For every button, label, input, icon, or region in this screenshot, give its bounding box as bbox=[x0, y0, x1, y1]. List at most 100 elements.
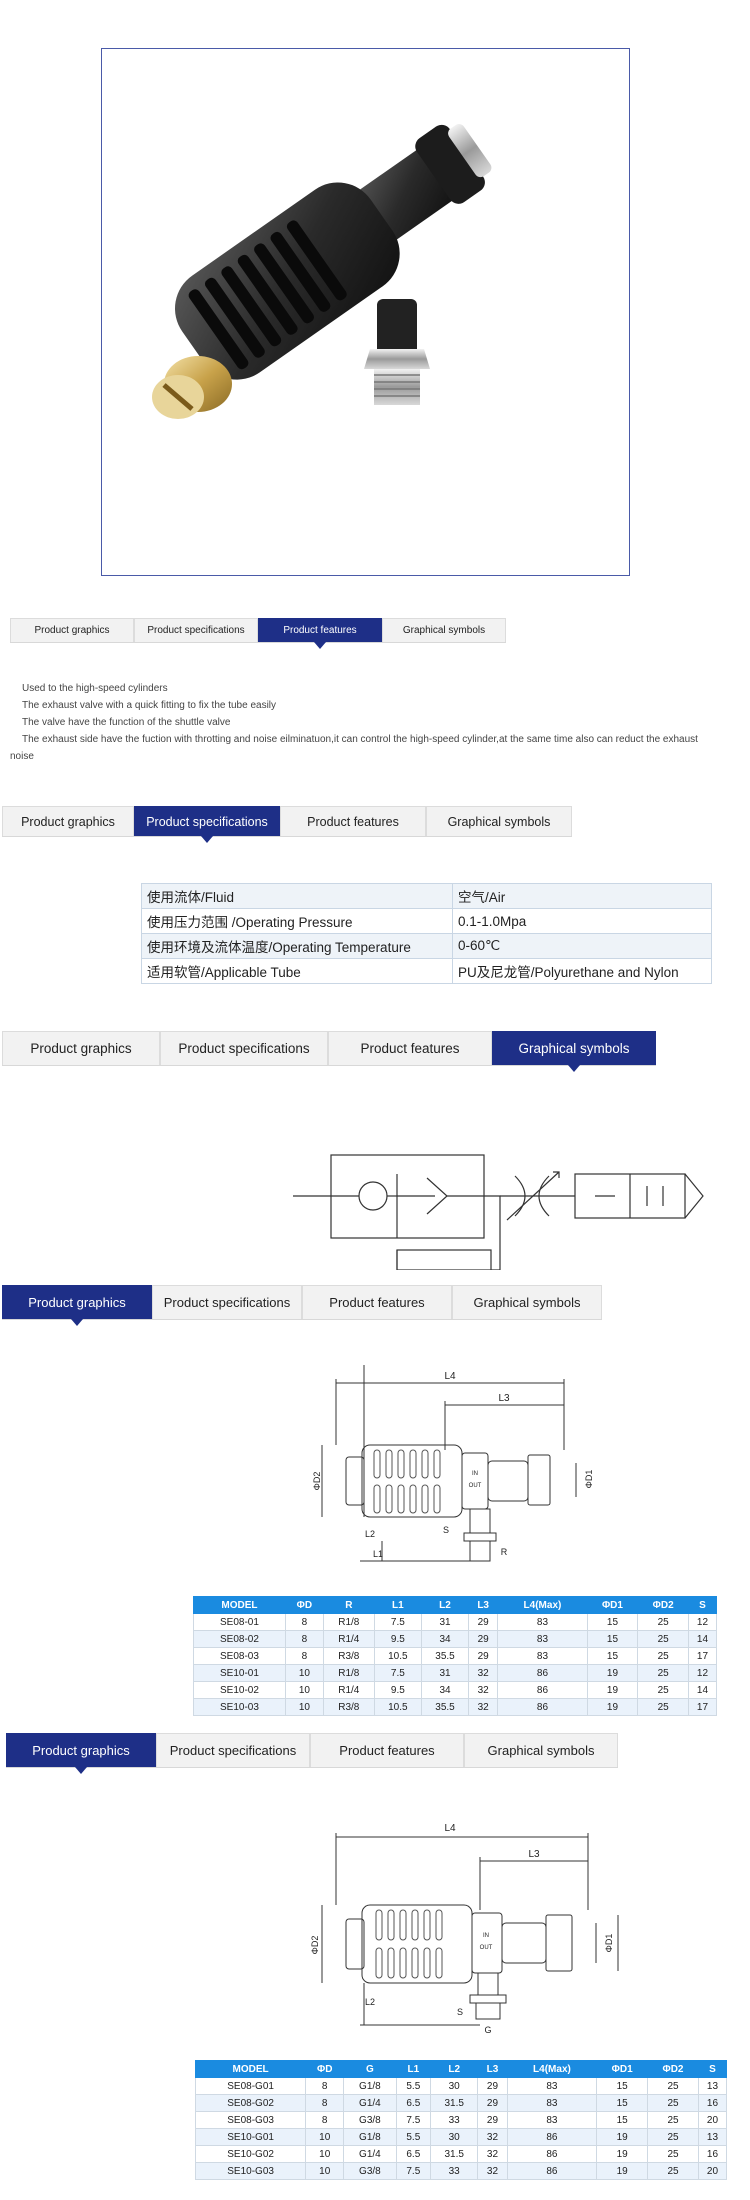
spec-value: PU及尼龙管/Polyurethane and Nylon bbox=[452, 958, 712, 984]
table-cell: G3/8 bbox=[343, 2111, 397, 2129]
tab-product-features[interactable]: Product features bbox=[302, 1285, 452, 1319]
table-cell: 10 bbox=[305, 2162, 345, 2180]
table-cell: 25 bbox=[637, 1647, 689, 1665]
table-cell: 20 bbox=[697, 2162, 728, 2180]
tab-graphical-symbols[interactable]: Graphical symbols bbox=[382, 618, 506, 642]
tab-product-graphics[interactable]: Product graphics bbox=[10, 618, 134, 642]
label-out: OUT bbox=[480, 1945, 493, 1951]
table-cell: 10 bbox=[305, 2145, 345, 2163]
tab-product-specifications[interactable]: Product specifications bbox=[152, 1285, 302, 1319]
label-l1: L1 bbox=[373, 1549, 383, 1559]
tab-product-graphics[interactable]: Product graphics bbox=[2, 1285, 152, 1326]
spec-value: 0.1-1.0Mpa bbox=[452, 908, 712, 934]
table-cell: 31 bbox=[420, 1664, 470, 1682]
feature-item: noise bbox=[10, 751, 34, 762]
table-cell: 15 bbox=[596, 2111, 649, 2129]
table-cell: R1/4 bbox=[322, 1630, 375, 1648]
tab-product-features[interactable]: Product features bbox=[310, 1733, 464, 1767]
tab-product-specifications[interactable]: Product specifications bbox=[160, 1031, 328, 1065]
table-cell: R3/8 bbox=[322, 1698, 375, 1716]
table-cell: 10.5 bbox=[373, 1698, 422, 1716]
table-cell: 32 bbox=[468, 1664, 499, 1682]
tabbar-2: Product graphics Product specifications … bbox=[2, 806, 572, 843]
table-cell: 19 bbox=[596, 2162, 649, 2180]
table-cell: 86 bbox=[497, 1698, 588, 1716]
table-cell: 86 bbox=[506, 2145, 598, 2163]
label-out: OUT bbox=[469, 1483, 482, 1489]
product-photo-frame bbox=[101, 48, 630, 576]
label-in: IN bbox=[483, 1933, 489, 1939]
table-cell: 7.5 bbox=[373, 1613, 422, 1631]
tab-product-graphics[interactable]: Product graphics bbox=[2, 806, 134, 836]
pneumatic-symbol-diagram bbox=[293, 1154, 704, 1270]
table-cell: 15 bbox=[586, 1613, 639, 1631]
tab-graphical-symbols[interactable]: Graphical symbols bbox=[426, 806, 572, 836]
table-cell: 86 bbox=[497, 1681, 588, 1699]
tab-product-features[interactable]: Product features bbox=[328, 1031, 492, 1065]
table-cell: 83 bbox=[506, 2077, 598, 2095]
table-cell: SE10-G03 bbox=[194, 2162, 307, 2180]
table-cell: G1/8 bbox=[343, 2077, 397, 2095]
column-header: L3 bbox=[477, 2060, 508, 2078]
table-cell: SE08-03 bbox=[193, 1647, 286, 1665]
table-cell: SE10-G02 bbox=[194, 2145, 307, 2163]
table-cell: 29 bbox=[468, 1630, 499, 1648]
column-header: L4(Max) bbox=[497, 1596, 588, 1614]
table-cell: 83 bbox=[506, 2111, 598, 2129]
spec-label: 使用流体/Fluid bbox=[141, 883, 453, 909]
table-cell: 34 bbox=[420, 1630, 470, 1648]
tab-product-features[interactable]: Product features bbox=[280, 806, 426, 836]
table-cell: 7.5 bbox=[395, 2162, 432, 2180]
column-header: ΦD2 bbox=[637, 1596, 689, 1614]
table-cell: 15 bbox=[596, 2077, 649, 2095]
table-cell: SE08-G02 bbox=[194, 2094, 307, 2112]
column-header: MODEL bbox=[194, 2060, 307, 2078]
table-cell: SE10-02 bbox=[193, 1681, 286, 1699]
table-cell: 25 bbox=[637, 1681, 689, 1699]
table-cell: SE08-01 bbox=[193, 1613, 286, 1631]
tab-graphical-symbols[interactable]: Graphical symbols bbox=[452, 1285, 602, 1319]
table-row: 适用软管/Applicable Tube PU及尼龙管/Polyurethane… bbox=[141, 958, 712, 984]
table-cell: SE08-G03 bbox=[194, 2111, 307, 2129]
tab-product-features[interactable]: Product features bbox=[258, 618, 382, 649]
table-cell: 16 bbox=[697, 2145, 728, 2163]
technical-drawing-g-thread: L4 L3 ΦD2 ΦD1 L2 S G IN OUT bbox=[310, 1823, 619, 2035]
table-cell: 8 bbox=[305, 2094, 345, 2112]
table-cell: 32 bbox=[468, 1681, 499, 1699]
tab-product-graphics[interactable]: Product graphics bbox=[6, 1733, 156, 1774]
table-cell: 8 bbox=[284, 1647, 324, 1665]
column-header: L1 bbox=[395, 2060, 432, 2078]
column-header: L2 bbox=[420, 1596, 470, 1614]
table-cell: 10 bbox=[284, 1664, 324, 1682]
label-d2: ΦD2 bbox=[312, 1472, 322, 1491]
table-cell: 20 bbox=[697, 2111, 728, 2129]
column-header: L4(Max) bbox=[506, 2060, 598, 2078]
table-cell: 8 bbox=[305, 2111, 345, 2129]
column-header: ΦD1 bbox=[586, 1596, 639, 1614]
table-row: 使用环境及流体温度/Operating Temperature 0-60℃ bbox=[141, 933, 712, 959]
feature-item: The valve have the function of the shutt… bbox=[22, 717, 231, 728]
tab-product-specifications[interactable]: Product specifications bbox=[134, 618, 258, 642]
table-cell: 16 bbox=[697, 2094, 728, 2112]
tab-product-specifications[interactable]: Product specifications bbox=[134, 806, 280, 843]
column-header: ΦD bbox=[284, 1596, 324, 1614]
spec-value: 空气/Air bbox=[452, 883, 712, 909]
tab-product-graphics[interactable]: Product graphics bbox=[2, 1031, 160, 1065]
column-header: MODEL bbox=[193, 1596, 286, 1614]
tab-graphical-symbols[interactable]: Graphical symbols bbox=[464, 1733, 618, 1767]
table-cell: 8 bbox=[284, 1630, 324, 1648]
tab-product-specifications[interactable]: Product specifications bbox=[156, 1733, 310, 1767]
table-cell: 7.5 bbox=[395, 2111, 432, 2129]
tab-graphical-symbols[interactable]: Graphical symbols bbox=[492, 1031, 656, 1072]
table-cell: 19 bbox=[596, 2128, 649, 2146]
table-cell: 29 bbox=[468, 1647, 499, 1665]
table-cell: 25 bbox=[647, 2162, 699, 2180]
table-cell: 19 bbox=[596, 2145, 649, 2163]
